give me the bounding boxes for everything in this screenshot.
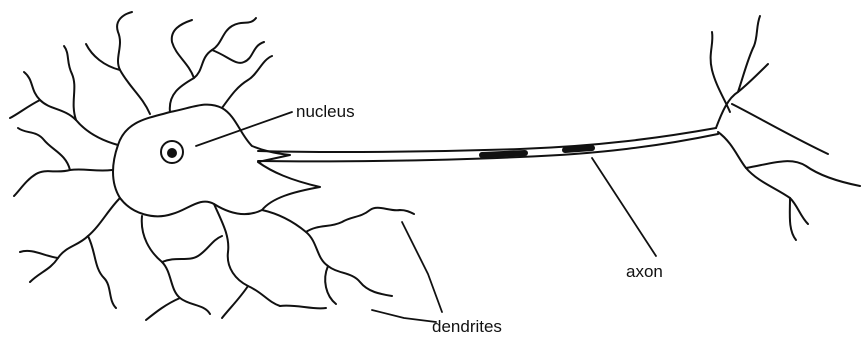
axon-terminal-branches — [711, 16, 860, 240]
pointer-lines — [196, 112, 656, 322]
dendrites — [10, 12, 414, 320]
nucleus-core — [167, 148, 177, 158]
dendrites-label: dendrites — [432, 318, 502, 335]
nucleus-pointer — [196, 112, 292, 146]
axon-shaft — [258, 128, 718, 161]
nucleus-label: nucleus — [296, 103, 355, 120]
dendrites-pointer-lower — [372, 310, 436, 322]
dendrites-pointer-upper — [402, 222, 442, 312]
axon-pointer — [592, 158, 656, 256]
axon-label: axon — [626, 263, 663, 280]
